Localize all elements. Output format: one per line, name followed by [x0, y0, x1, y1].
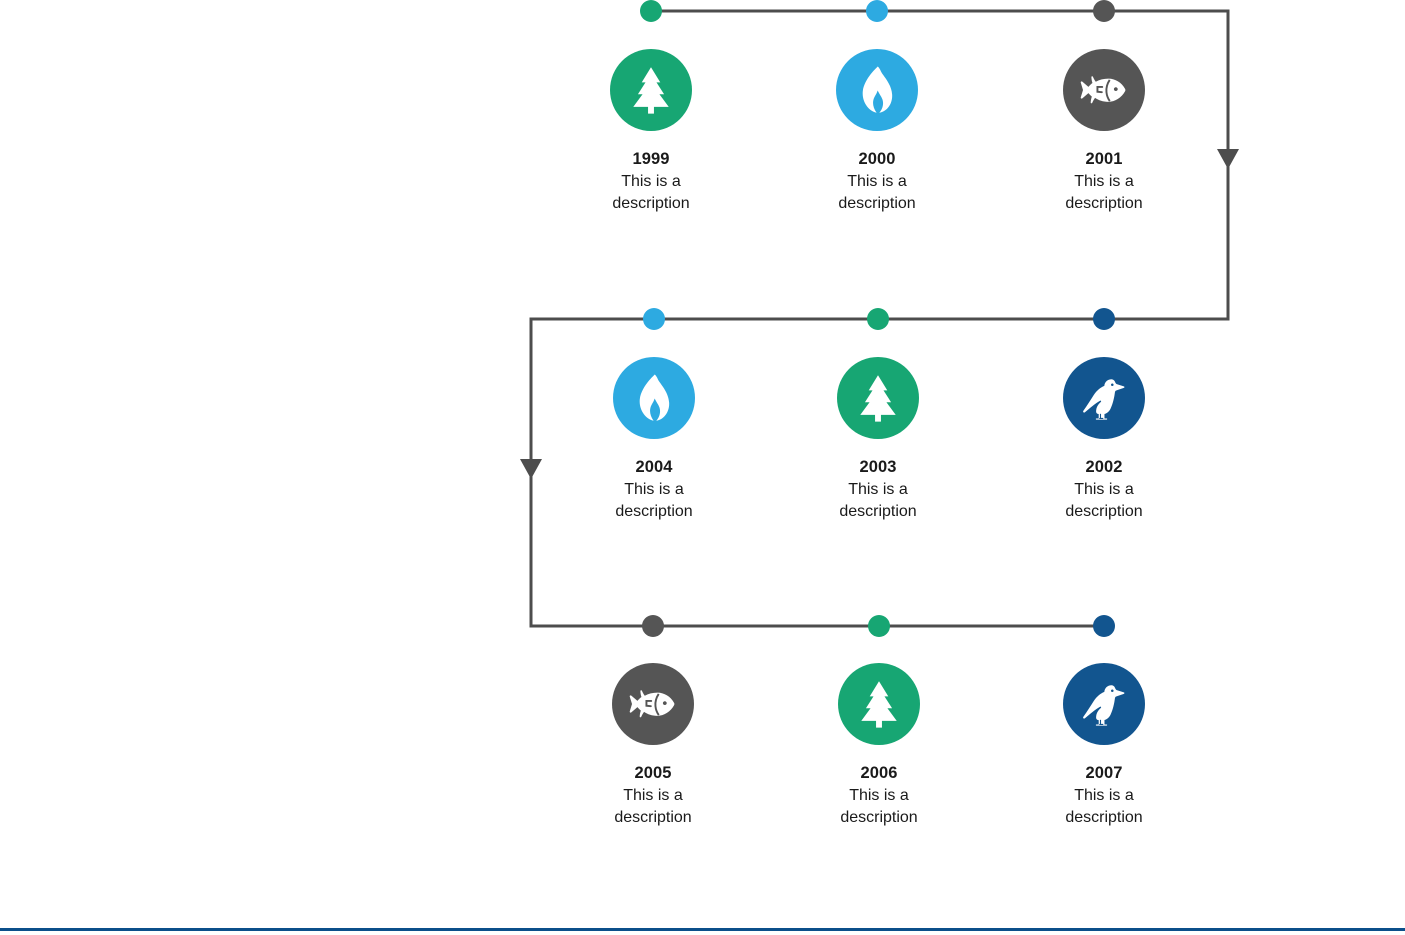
timeline-dot-2007[interactable] — [1093, 615, 1115, 637]
timeline-dot-2002[interactable] — [1093, 308, 1115, 330]
timeline-dot-2004[interactable] — [643, 308, 665, 330]
timeline-description: This is a description — [615, 480, 693, 521]
timeline-dot-1999[interactable] — [640, 0, 662, 22]
bottom-rule — [0, 928, 1405, 931]
timeline-description: This is a description — [614, 786, 692, 827]
timeline-dot-2003[interactable] — [867, 308, 889, 330]
timeline-year-label: 2000 — [858, 150, 896, 168]
timeline-description: This is a description — [839, 480, 917, 521]
timeline-year-label: 2005 — [634, 764, 672, 782]
timeline-description: This is a description — [838, 172, 916, 213]
timeline-dot-2005[interactable] — [642, 615, 664, 637]
timeline-year-label: 2006 — [860, 764, 898, 782]
timeline-year-label: 2004 — [635, 458, 673, 476]
timeline-year-label: 2002 — [1085, 458, 1123, 476]
pine-tree-icon — [610, 49, 692, 131]
timeline-dot-2000[interactable] — [866, 0, 888, 22]
fish-icon — [612, 663, 694, 745]
flame-icon — [836, 49, 918, 131]
timeline-year-label: 2007 — [1085, 764, 1123, 782]
pine-tree-icon — [837, 357, 919, 439]
timeline-description: This is a description — [1065, 480, 1143, 521]
timeline-dot-2006[interactable] — [868, 615, 890, 637]
timeline-dot-2001[interactable] — [1093, 0, 1115, 22]
pine-tree-icon — [838, 663, 920, 745]
timeline-year-label: 2001 — [1085, 150, 1123, 168]
bird-icon — [1063, 663, 1145, 745]
flame-icon — [613, 357, 695, 439]
timeline-description: This is a description — [612, 172, 690, 213]
fish-icon — [1063, 49, 1145, 131]
timeline-year-label: 1999 — [632, 150, 670, 168]
timeline-year-label: 2003 — [859, 458, 897, 476]
timeline-description: This is a description — [1065, 786, 1143, 827]
timeline-description: This is a description — [1065, 172, 1143, 213]
timeline-description: This is a description — [840, 786, 918, 827]
bird-icon — [1063, 357, 1145, 439]
